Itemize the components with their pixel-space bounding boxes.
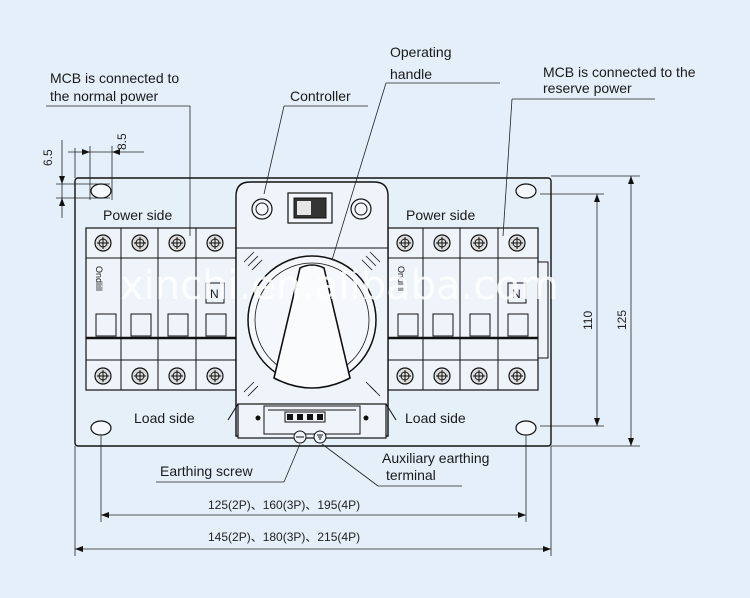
dimension-8-5: 8.5 <box>115 133 129 150</box>
label-operating-handle-line2: handle <box>390 66 432 82</box>
operating-handle <box>247 255 377 389</box>
left-mcb-block <box>85 227 237 391</box>
dimension-width-inner-label: 125(2P)、160(3P)、195(4P) <box>208 498 360 512</box>
terminal-screws-left-top <box>94 234 224 252</box>
dimension-top-left <box>56 140 144 218</box>
label-power-side-right: Power side <box>406 207 475 223</box>
mount-hole-top-left <box>90 183 112 199</box>
label-load-side-right: Load side <box>405 410 466 426</box>
label-power-side-left: Power side <box>103 207 172 223</box>
neutral-mark-left: N <box>210 287 219 301</box>
mount-hole-bottom-left <box>90 420 112 436</box>
label-load-side-left: Load side <box>134 410 195 426</box>
dimension-110-label: 110 <box>581 311 595 330</box>
watermark: xinchi.en.alibaba.com <box>120 263 559 309</box>
label-mcb-reserve-line2: reserve power <box>543 80 632 96</box>
label-mcb-normal-line2: the normal power <box>50 88 159 104</box>
dimension-110 <box>540 193 604 427</box>
dimension-125-label: 125 <box>615 310 629 330</box>
breaker-mark-left: Ondlill <box>94 266 104 291</box>
controller-indicator-left <box>251 198 273 220</box>
dimension-125 <box>551 175 640 447</box>
terminal-screws-right-top <box>396 234 526 252</box>
dimension-width-outer <box>74 446 552 556</box>
controller-indicator-right <box>350 198 372 220</box>
mount-hole-top-right <box>515 183 537 199</box>
breaker-mark-right: Ondlill <box>396 266 406 291</box>
dimension-width-inner <box>100 436 527 522</box>
terminal-screws-right-bottom <box>396 367 526 385</box>
label-operating-handle-line1: Operating <box>390 44 451 60</box>
label-mcb-normal-line1: MCB is connected to <box>50 70 179 86</box>
label-aux-earthing-line2: terminal <box>386 467 436 483</box>
dimension-width-outer-label: 145(2P)、180(3P)、215(4P) <box>208 530 360 544</box>
right-mcb-block <box>387 227 549 391</box>
label-earthing-screw: Earthing screw <box>160 463 253 479</box>
mount-hole-bottom-right <box>515 420 537 436</box>
label-controller: Controller <box>290 88 351 104</box>
neutral-mark-right: N <box>512 287 521 301</box>
earthing-terminal-block <box>227 403 397 444</box>
terminal-screws-left-bottom <box>94 367 224 385</box>
label-mcb-reserve-line1: MCB is connected to the <box>543 64 696 80</box>
label-aux-earthing-line1: Auxiliary earthing <box>382 450 489 466</box>
dimension-6-5: 6.5 <box>41 149 55 166</box>
